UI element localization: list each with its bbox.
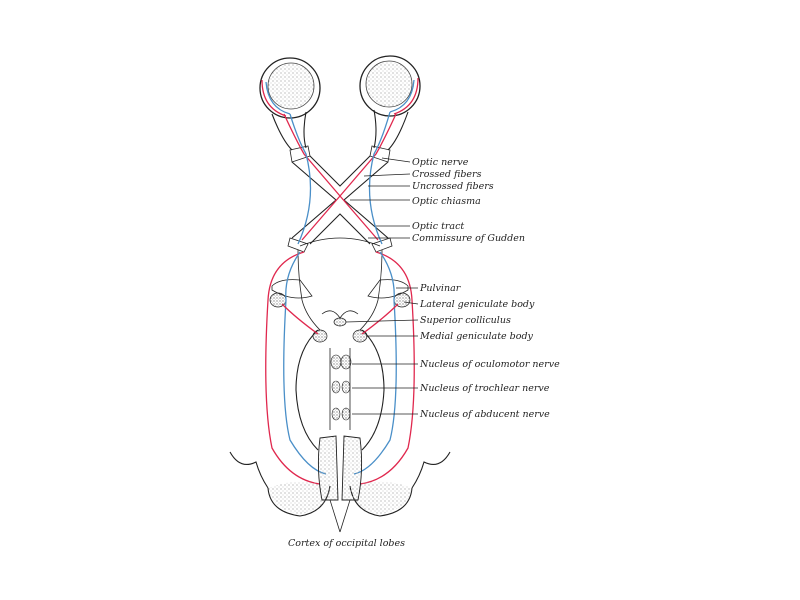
label-commissure-of-gudden: Commissure of Gudden	[412, 233, 525, 244]
label-optic-tract: Optic tract	[412, 221, 464, 232]
optic-radiations	[265, 251, 415, 485]
labels: Optic nerve Crossed fibers Uncrossed fib…	[288, 157, 560, 549]
label-nucleus-abducent: Nucleus of abducent nerve	[419, 409, 550, 420]
label-superior-colliculus: Superior colliculus	[420, 315, 511, 326]
label-pulvinar: Pulvinar	[419, 283, 462, 294]
oculomotor-nucleus	[330, 354, 352, 370]
label-uncrossed-fibers: Uncrossed fibers	[412, 181, 494, 192]
label-cortex-occipital: Cortex of occipital lobes	[288, 538, 405, 549]
label-crossed-fibers: Crossed fibers	[412, 169, 482, 180]
leader-lines	[329, 157, 419, 533]
superior-colliculus	[321, 310, 359, 327]
abducent-nucleus	[331, 407, 351, 421]
left-eyeball	[259, 57, 321, 119]
label-optic-chiasma: Optic chiasma	[412, 196, 481, 207]
label-nucleus-oculomotor: Nucleus of oculomotor nerve	[419, 359, 560, 370]
right-eyeball	[359, 55, 421, 117]
label-lateral-geniculate-body: Lateral geniculate body	[419, 299, 535, 310]
trochlear-nucleus	[331, 380, 351, 394]
left-geniculate-region	[269, 249, 328, 343]
right-geniculate-region	[352, 249, 411, 343]
fiber-paths-chiasma	[283, 111, 397, 247]
brainstem	[295, 329, 385, 451]
occipital-lobes	[229, 435, 451, 517]
label-optic-nerve: Optic nerve	[412, 157, 469, 168]
label-nucleus-trochlear: Nucleus of trochlear nerve	[419, 383, 550, 394]
label-medial-geniculate-body: Medial geniculate body	[419, 331, 534, 342]
